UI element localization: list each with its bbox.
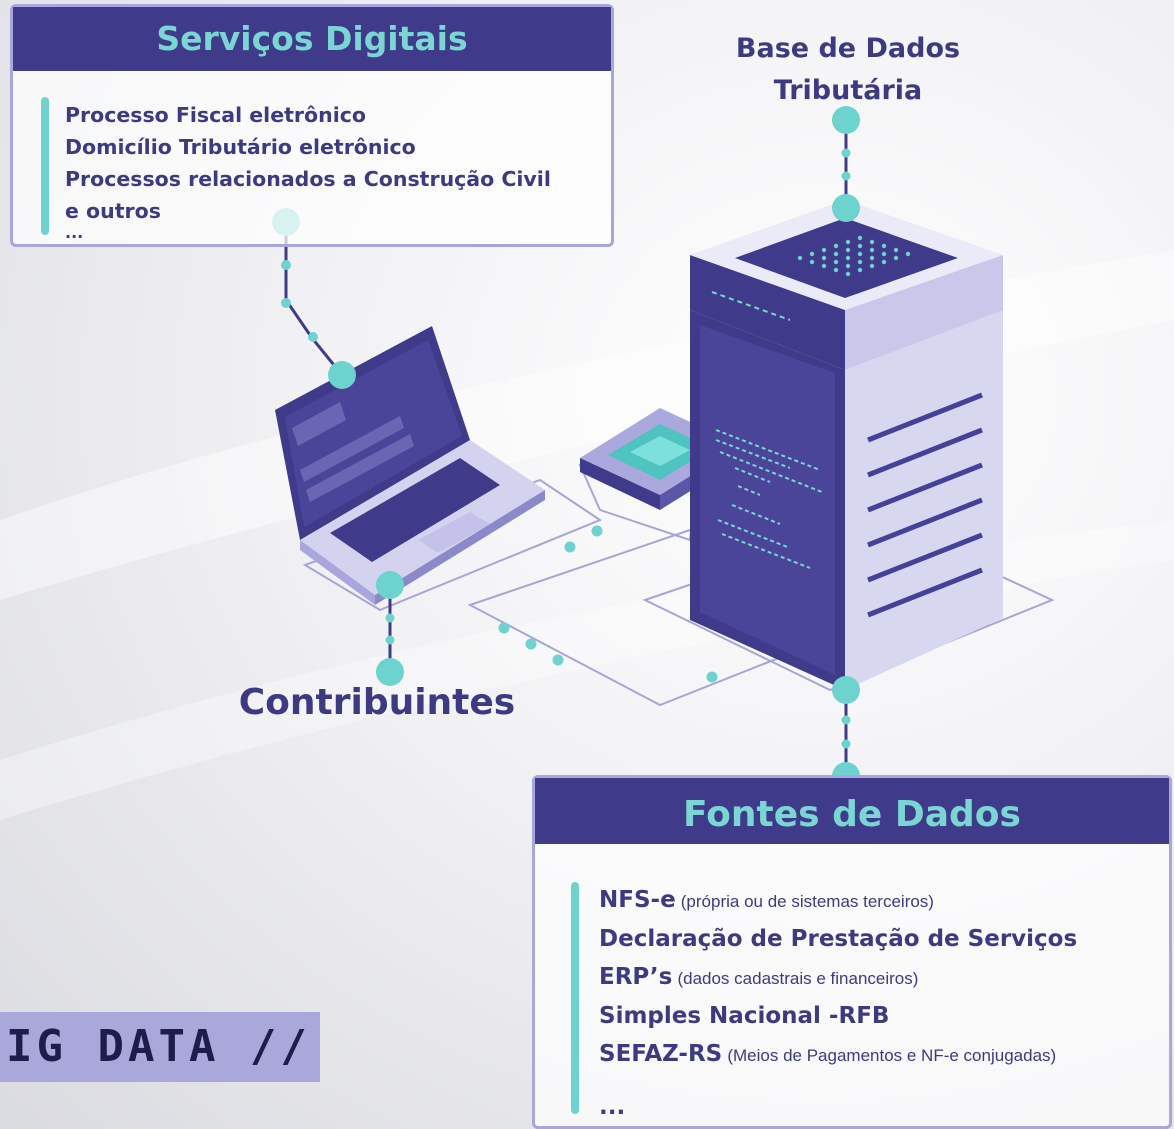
list-item: Processo Fiscal eletrônico	[65, 103, 366, 127]
list-item: Domicílio Tributário eletrônico	[65, 135, 416, 159]
services-list: Processo Fiscal eletrônico Domicílio Tri…	[65, 99, 551, 242]
list-item: SEFAZ-RS (Meios de Pagamentos e NF-e con…	[599, 1036, 1077, 1075]
sources-list: NFS-e (própria ou de sistemas terceiros)…	[599, 882, 1077, 1127]
network-dots	[498, 525, 718, 683]
source-name: Simples Nacional -RFB	[599, 1002, 890, 1029]
list-more: ...	[599, 1089, 1077, 1128]
source-detail: (dados cadastrais e financeiros)	[677, 969, 919, 988]
sources-accent-bar	[571, 882, 579, 1114]
connector-database-label	[832, 106, 860, 222]
source-detail: (própria ou de sistemas terceiros)	[680, 892, 934, 911]
source-name: ERP’s	[599, 964, 673, 990]
list-item: e outros	[65, 199, 161, 223]
server-icon	[690, 200, 1003, 690]
brand-strip: IG DATA //	[0, 1012, 320, 1082]
connector-server-sources	[832, 676, 860, 790]
source-name: SEFAZ-RS	[599, 1041, 723, 1067]
services-panel: Serviços Digitais Processo Fiscal eletrô…	[10, 4, 614, 247]
list-more-text: ...	[599, 1093, 626, 1120]
contributors-label: Contribuintes	[238, 682, 516, 723]
laptop-icon	[275, 326, 545, 605]
list-item: Processos relacionados a Construção Civi…	[65, 167, 551, 191]
database-label-line1: Base de Dados	[735, 33, 961, 64]
list-item: Declaração de Prestação de Serviços	[599, 921, 1077, 960]
sources-panel: Fontes de Dados NFS-e (própria ou de sis…	[532, 775, 1172, 1129]
connector-laptop-contributors	[376, 571, 404, 686]
services-panel-title: Serviços Digitais	[13, 7, 611, 71]
source-name: NFS-e	[599, 887, 676, 913]
database-label: Base de Dados Tributária	[700, 28, 996, 112]
services-accent-bar	[41, 97, 49, 235]
list-more: ...	[65, 223, 84, 242]
source-detail: (Meios de Pagamentos e NF-e conjugadas)	[727, 1046, 1057, 1065]
list-item: ERP’s (dados cadastrais e financeiros)	[599, 959, 1077, 998]
database-label-line2: Tributária	[773, 75, 923, 106]
sources-panel-title: Fontes de Dados	[535, 778, 1169, 844]
list-item: NFS-e (própria ou de sistemas terceiros)	[599, 882, 1077, 921]
list-item: Simples Nacional -RFB	[599, 998, 1077, 1037]
source-name: Declaração de Prestação de Serviços	[599, 925, 1078, 952]
